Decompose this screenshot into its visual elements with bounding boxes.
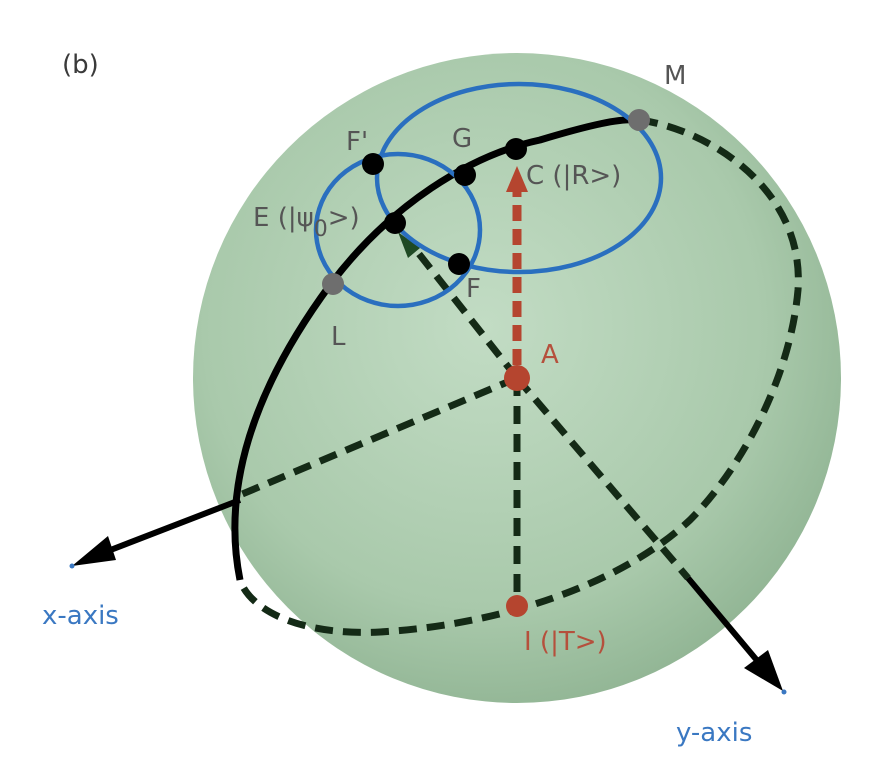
label-f-prime: F' <box>346 127 368 157</box>
dashed-line-a-to-y <box>514 375 691 581</box>
y-axis-arrowhead <box>744 650 783 691</box>
green-vector-arrowhead <box>398 232 420 258</box>
y-axis-tip-dot <box>781 689 787 695</box>
label-f: F <box>466 274 481 304</box>
dashed-lines <box>236 116 802 636</box>
x-axis-arrowhead <box>72 536 116 566</box>
label-e-main: E (|ψ <box>253 203 314 233</box>
label-m: M <box>664 61 686 91</box>
x-axis-label: x-axis <box>42 601 119 631</box>
axes <box>69 497 787 695</box>
label-c: C (|R>) <box>526 161 621 191</box>
y-axis-label: y-axis <box>676 718 752 748</box>
label-g: G <box>452 124 472 154</box>
label-e: E (|ψ0>) <box>253 203 360 242</box>
point-i <box>506 595 528 617</box>
points <box>322 109 650 617</box>
great-circle-front-half <box>231 116 641 581</box>
x-axis-tip-dot <box>69 563 75 569</box>
label-e-subscript: 0 <box>314 217 328 242</box>
dashed-line-a-to-e <box>405 237 520 381</box>
point-a <box>504 365 530 391</box>
label-a: A <box>541 340 559 370</box>
panel-label: (b) <box>62 50 99 80</box>
label-e-tail: >) <box>328 203 360 233</box>
great-circle-back-half <box>236 116 802 636</box>
point-g <box>454 164 476 186</box>
point-f-prime <box>362 153 384 175</box>
point-f <box>448 253 470 275</box>
red-vector-arrowhead <box>506 166 528 192</box>
point-e <box>384 212 406 234</box>
point-c <box>505 138 527 160</box>
dashed-line-a-to-x <box>238 374 519 499</box>
y-axis-line <box>685 576 763 666</box>
point-l <box>322 273 344 295</box>
x-axis-line <box>93 497 242 559</box>
label-i: I (|T>) <box>524 627 607 657</box>
point-m <box>628 109 650 131</box>
label-l: L <box>331 322 346 352</box>
large-blue-circle <box>374 81 664 275</box>
small-blue-circle <box>313 151 483 309</box>
